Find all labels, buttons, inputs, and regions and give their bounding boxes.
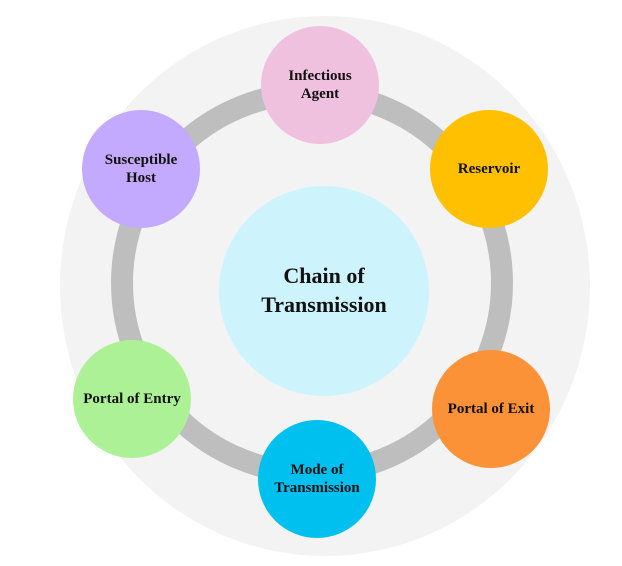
center-node: Chain of Transmission: [219, 186, 429, 396]
node-label-portal-of-entry: Portal of Entry: [83, 391, 181, 407]
node-portal-of-entry: Portal of Entry: [73, 340, 191, 458]
node-label-mode-of-transmission: Mode of Transmission: [274, 462, 360, 496]
node-reservoir: Reservoir: [430, 110, 548, 228]
node-label-reservoir: Reservoir: [457, 161, 521, 177]
node-infectious-agent: Infectious Agent: [261, 26, 379, 144]
node-label-portal-of-exit: Portal of Exit: [447, 401, 535, 417]
node-label-susceptible-host: Susceptible Host: [104, 152, 178, 186]
center-node-label: Chain of Transmission: [261, 263, 387, 317]
node-label-infectious-agent: Infectious Agent: [288, 68, 352, 102]
node-mode-of-transmission: Mode of Transmission: [258, 420, 376, 538]
node-portal-of-exit: Portal of Exit: [432, 350, 550, 468]
node-susceptible-host: Susceptible Host: [82, 110, 200, 228]
